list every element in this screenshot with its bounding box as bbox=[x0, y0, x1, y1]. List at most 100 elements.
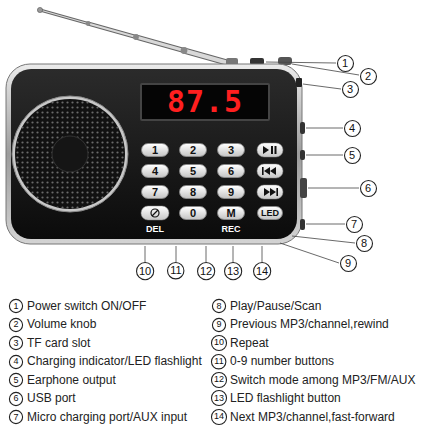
callout-text: 5 bbox=[13, 376, 18, 385]
callout-circle-outline bbox=[253, 262, 270, 279]
number-button: 1 bbox=[141, 143, 169, 157]
radio-body bbox=[6, 64, 302, 244]
callout-text: 9 bbox=[345, 258, 351, 269]
callout-text: 11 bbox=[214, 357, 223, 366]
button-text: 3 bbox=[228, 145, 234, 156]
list-number: 1 bbox=[9, 299, 23, 313]
button-text: M bbox=[226, 208, 235, 219]
speaker-grille-part bbox=[15, 99, 125, 209]
part-description: Previous MP3/channel,rewind bbox=[230, 317, 389, 331]
callout-circle-outline bbox=[344, 120, 360, 136]
leader-lines-part bbox=[292, 236, 355, 243]
antenna bbox=[37, 7, 238, 66]
number-button: 8 bbox=[179, 185, 207, 199]
antenna-part bbox=[136, 37, 184, 51]
leader-lines-part bbox=[306, 155, 343, 156]
callout-text: 1 bbox=[342, 58, 348, 69]
symbol-buttons-part bbox=[264, 188, 270, 196]
leader-lines-part bbox=[145, 246, 146, 262]
callout-text: 6 bbox=[365, 183, 371, 194]
speaker-grille bbox=[12, 96, 128, 212]
callout-text: 10 bbox=[139, 266, 151, 277]
button-text: 7 bbox=[152, 187, 158, 198]
part-description: 0-9 number buttons bbox=[230, 354, 334, 368]
antenna-part bbox=[181, 47, 188, 54]
callout-circle-outline bbox=[212, 299, 225, 312]
number-button: 5 bbox=[179, 164, 207, 178]
number-button: 6 bbox=[217, 164, 245, 178]
symbol-buttons-part bbox=[151, 209, 159, 217]
callout-text: 13 bbox=[227, 266, 239, 277]
part-description: Next MP3/channel,fast-forward bbox=[230, 410, 395, 424]
button-text: 0 bbox=[190, 208, 196, 219]
callout-circle-outline bbox=[337, 55, 353, 71]
callout-text: 14 bbox=[214, 412, 224, 421]
antenna-part bbox=[88, 24, 136, 38]
callout-circle-outline bbox=[356, 235, 372, 251]
button-text: 6 bbox=[228, 166, 234, 177]
leader-lines-part bbox=[308, 188, 359, 189]
callout-text: 11 bbox=[170, 265, 181, 276]
side-ports-part bbox=[296, 78, 302, 87]
callout-text: 8 bbox=[216, 302, 221, 311]
symbol-buttons-part bbox=[152, 210, 158, 216]
callout-circle-outline bbox=[9, 355, 22, 368]
list-number: 10 bbox=[211, 335, 227, 351]
callout-text: 3 bbox=[13, 339, 18, 348]
callout-text: 2 bbox=[13, 320, 18, 329]
callout-circle-outline bbox=[344, 147, 360, 163]
button-text: LED bbox=[261, 209, 279, 218]
list-number: 4 bbox=[9, 355, 23, 369]
list-number: 7 bbox=[9, 410, 23, 424]
callout-circle-outline bbox=[360, 180, 376, 196]
number-button: 7 bbox=[141, 185, 169, 199]
antenna-part bbox=[184, 51, 232, 65]
speaker-grille-part bbox=[52, 136, 88, 172]
leader-lines-part bbox=[306, 128, 343, 129]
list-number: 11 bbox=[211, 354, 226, 369]
leader-lines-part bbox=[206, 246, 207, 262]
part-description: Power switch ON/OFF bbox=[27, 299, 146, 313]
side-ports-part bbox=[300, 178, 307, 198]
callout-number: 7 bbox=[346, 216, 363, 233]
symbol-buttons-part bbox=[270, 188, 276, 196]
symbol-buttons bbox=[141, 143, 283, 220]
callout-circle-outline bbox=[136, 262, 153, 279]
button-text: 5 bbox=[190, 166, 196, 177]
callout-circle-outline bbox=[197, 262, 214, 279]
list-number: 12 bbox=[211, 372, 227, 388]
part-description: Micro charging port/AUX input bbox=[27, 410, 187, 424]
callout-number: 3 bbox=[342, 81, 359, 98]
list-number: 2 bbox=[9, 318, 23, 332]
callout-number: 5 bbox=[344, 147, 361, 164]
led-button: LED bbox=[257, 206, 283, 220]
callout-circle-outline bbox=[346, 216, 362, 232]
callout-text: 7 bbox=[13, 413, 18, 422]
callout-circle-outline bbox=[9, 299, 22, 312]
button-text: 9 bbox=[228, 187, 234, 198]
callout-text: 2 bbox=[365, 71, 371, 82]
callout-number: 2 bbox=[360, 68, 377, 85]
number-button: 4 bbox=[141, 164, 169, 178]
callout-number: 11 bbox=[167, 262, 184, 279]
symbol-buttons-part bbox=[257, 185, 283, 199]
callout-text: 7 bbox=[351, 219, 357, 230]
callout-number: 12 bbox=[197, 262, 215, 280]
number-button: 9 bbox=[217, 185, 245, 199]
callout-number: 9 bbox=[340, 255, 357, 272]
mode-button: M bbox=[217, 206, 245, 220]
callout-circle-outline bbox=[211, 335, 226, 350]
button-text: 4 bbox=[152, 166, 158, 177]
callout-text: 4 bbox=[13, 357, 18, 366]
callout-circle-outline bbox=[212, 318, 225, 331]
button-caption: REC bbox=[221, 224, 240, 235]
part-description: TF card slot bbox=[27, 336, 90, 350]
callout-text: 13 bbox=[214, 394, 224, 403]
radio-body-part bbox=[6, 64, 302, 244]
callout-circle-outline bbox=[9, 373, 22, 386]
callout-text: 4 bbox=[349, 123, 355, 134]
leader-lines-part bbox=[176, 246, 177, 262]
leader-lines-part bbox=[233, 246, 234, 262]
symbol-buttons-part bbox=[276, 188, 278, 196]
